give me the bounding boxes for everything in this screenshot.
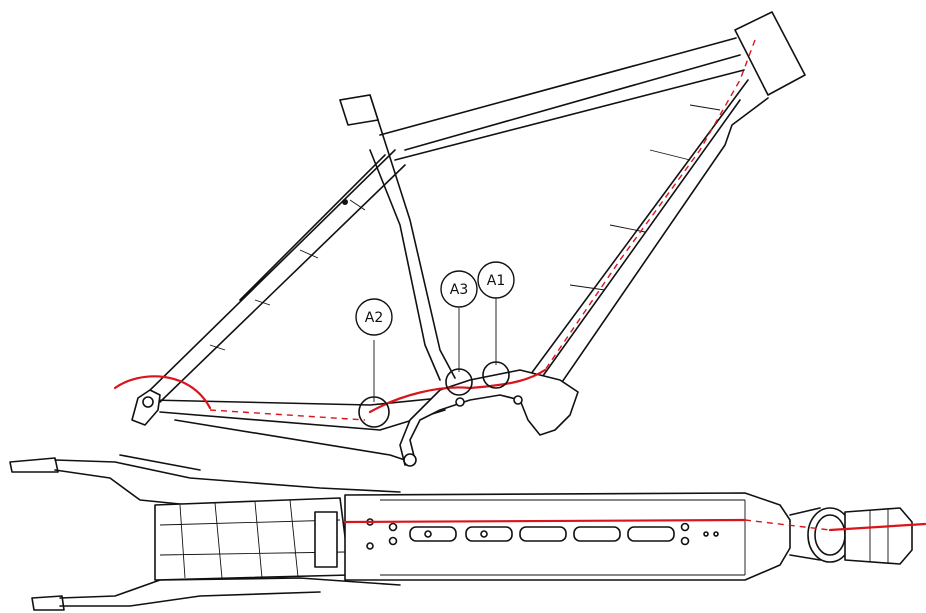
bottom-stay-lower [59,577,401,607]
axle-icon [142,396,154,408]
bottom-downtube [344,492,791,581]
slot-1 [409,526,457,542]
headtube-cup-rings [869,509,889,563]
link-pivot-icon [403,453,417,467]
callout-a3-label: A3 [450,282,468,298]
routing-dashed-chainstay [209,409,366,421]
routing-line-rear [113,375,212,410]
callout-a2-target [358,396,390,428]
slot-bolt-2-icon [480,530,488,538]
down-tube [524,79,769,386]
chain-stay-lower [174,419,406,461]
motor-bolt-icon [513,395,523,405]
motor-housing-facets [159,499,346,579]
routing-dashed-downtube [544,39,756,371]
bottom-headtube-neck [789,507,821,561]
slot-4 [573,526,621,542]
seat-tube-top [339,94,379,126]
callout-a1-label: A1 [487,273,505,289]
routing-bottom-exit [828,522,926,532]
pivot-bolt-icon [455,397,465,407]
seat-stay-panels [209,199,366,351]
bottom-dropout-top [9,457,59,473]
routing-bottom-main [343,518,747,524]
top-tube [379,37,745,161]
callout-a1-target [482,361,510,389]
battery-slots [409,526,675,542]
callout-a1: A1 [477,261,515,389]
bottom-view-frame [9,454,913,611]
slot-5 [627,526,675,542]
cable-routing-bottom [343,518,926,532]
side-view-frame [131,11,806,467]
seat-tube [339,94,456,381]
slot-3 [519,526,567,542]
rear-dropout [131,389,161,426]
seat-stay-bolt-icon [342,199,348,205]
callout-a3-badge [440,270,478,308]
callout-a3: A3 [440,270,478,396]
callout-a2-badge [355,298,393,336]
callout-a1-badge [477,261,515,299]
seat-stay [144,149,406,403]
motor-mount [399,369,579,466]
headtube-bore-inner [814,514,846,556]
cable-routing-side [113,39,756,421]
slot-bolt-1-icon [424,530,432,538]
headtube-cup [844,507,913,565]
bottom-downtube-edge [380,499,746,576]
routing-bottom-dashed [744,519,831,531]
slot-2 [465,526,513,542]
callout-a2-label: A2 [365,310,383,326]
bottom-dropout-bottom [31,595,65,611]
callout-a3-target [445,368,473,396]
callout-a2: A2 [355,298,393,428]
motor-connector [314,511,338,568]
head-tube [734,11,806,96]
down-tube-panel [569,104,721,291]
